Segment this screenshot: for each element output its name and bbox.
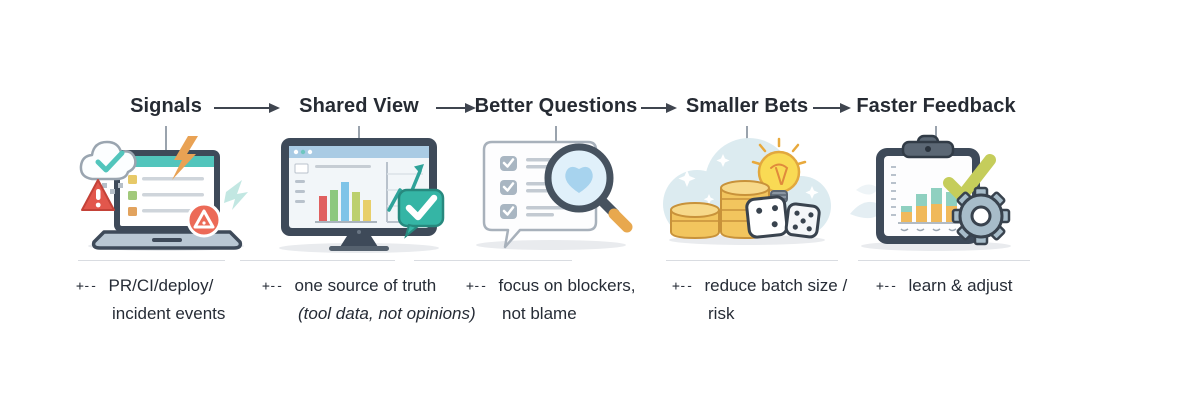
stage-caption-better-questions: +--focus on blockers, not blame bbox=[466, 273, 636, 327]
stage-title-signals: Signals bbox=[130, 95, 202, 117]
stage-title-shared-view: Shared View bbox=[299, 95, 419, 117]
caption-line-1: +--reduce batch size / bbox=[672, 276, 848, 295]
stage-caption-faster-feedback: +--learn & adjust bbox=[876, 273, 1012, 301]
caption-prefix: +-- bbox=[76, 279, 98, 294]
dashboard-monitor-icon bbox=[269, 134, 449, 254]
stage-title-smaller-bets: Smaller Bets bbox=[685, 95, 809, 117]
caption-divider bbox=[240, 260, 395, 261]
stage-caption-signals: +--PR/CI/deploy/ incident events bbox=[76, 273, 225, 327]
caption-divider bbox=[414, 260, 572, 261]
caption-line-2: risk bbox=[708, 304, 735, 323]
stage-title-faster-feedback: Faster Feedback bbox=[856, 95, 1016, 117]
caption-line-1: +--focus on blockers, bbox=[466, 276, 636, 295]
stage-caption-shared-view: +--one source of truth (tool data, not o… bbox=[262, 273, 476, 327]
right-arrow-icon bbox=[436, 103, 476, 113]
caption-line-1: +--one source of truth bbox=[262, 276, 437, 295]
caption-prefix: +-- bbox=[466, 279, 488, 294]
caption-line-2: not blame bbox=[502, 304, 577, 323]
checklist-magnifier-icon bbox=[466, 134, 646, 254]
connector-line bbox=[555, 126, 557, 152]
right-arrow-icon bbox=[813, 103, 851, 113]
caption-prefix: +-- bbox=[262, 279, 284, 294]
caption-prefix: +-- bbox=[876, 279, 898, 294]
right-arrow-icon bbox=[214, 103, 280, 113]
clipboard-gear-icon bbox=[846, 134, 1026, 254]
caption-line-2: incident events bbox=[112, 304, 226, 323]
right-arrow-icon bbox=[641, 103, 677, 113]
caption-line-1: +--learn & adjust bbox=[876, 276, 1013, 295]
connector-line bbox=[165, 126, 167, 152]
caption-line-1: +--PR/CI/deploy/ bbox=[76, 276, 214, 295]
laptop-alerts-icon bbox=[76, 134, 256, 254]
caption-divider bbox=[666, 260, 838, 261]
caption-divider bbox=[858, 260, 1030, 261]
stage-title-better-questions: Better Questions bbox=[474, 95, 638, 117]
caption-prefix: +-- bbox=[672, 279, 694, 294]
coins-dice-lightbulb-icon bbox=[657, 134, 837, 254]
caption-divider bbox=[78, 260, 225, 261]
stage-caption-smaller-bets: +--reduce batch size / risk bbox=[672, 273, 847, 327]
caption-line-2: (tool data, not opinions) bbox=[298, 304, 476, 323]
